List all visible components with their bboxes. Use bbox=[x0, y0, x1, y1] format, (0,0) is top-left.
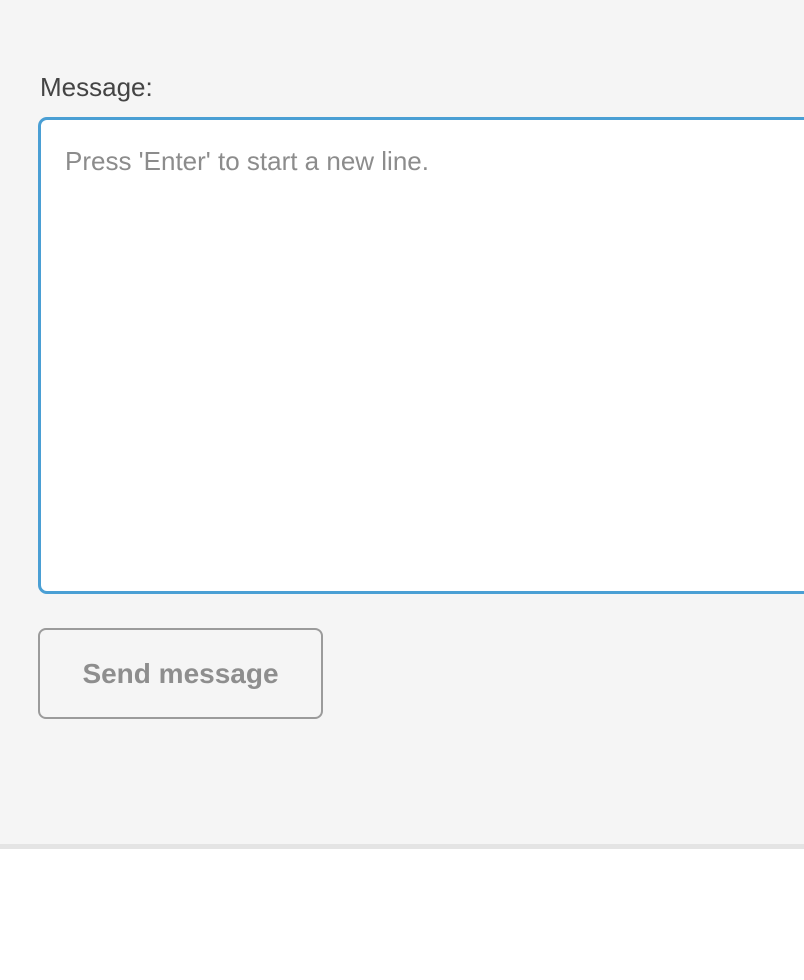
send-message-button[interactable]: Send message bbox=[38, 628, 323, 720]
message-label: Message: bbox=[40, 72, 153, 102]
question-panel: Message: Send message bbox=[0, 72, 804, 849]
page-footer bbox=[0, 849, 804, 975]
button-row: Send message bbox=[38, 628, 804, 720]
message-textarea[interactable] bbox=[38, 117, 804, 595]
